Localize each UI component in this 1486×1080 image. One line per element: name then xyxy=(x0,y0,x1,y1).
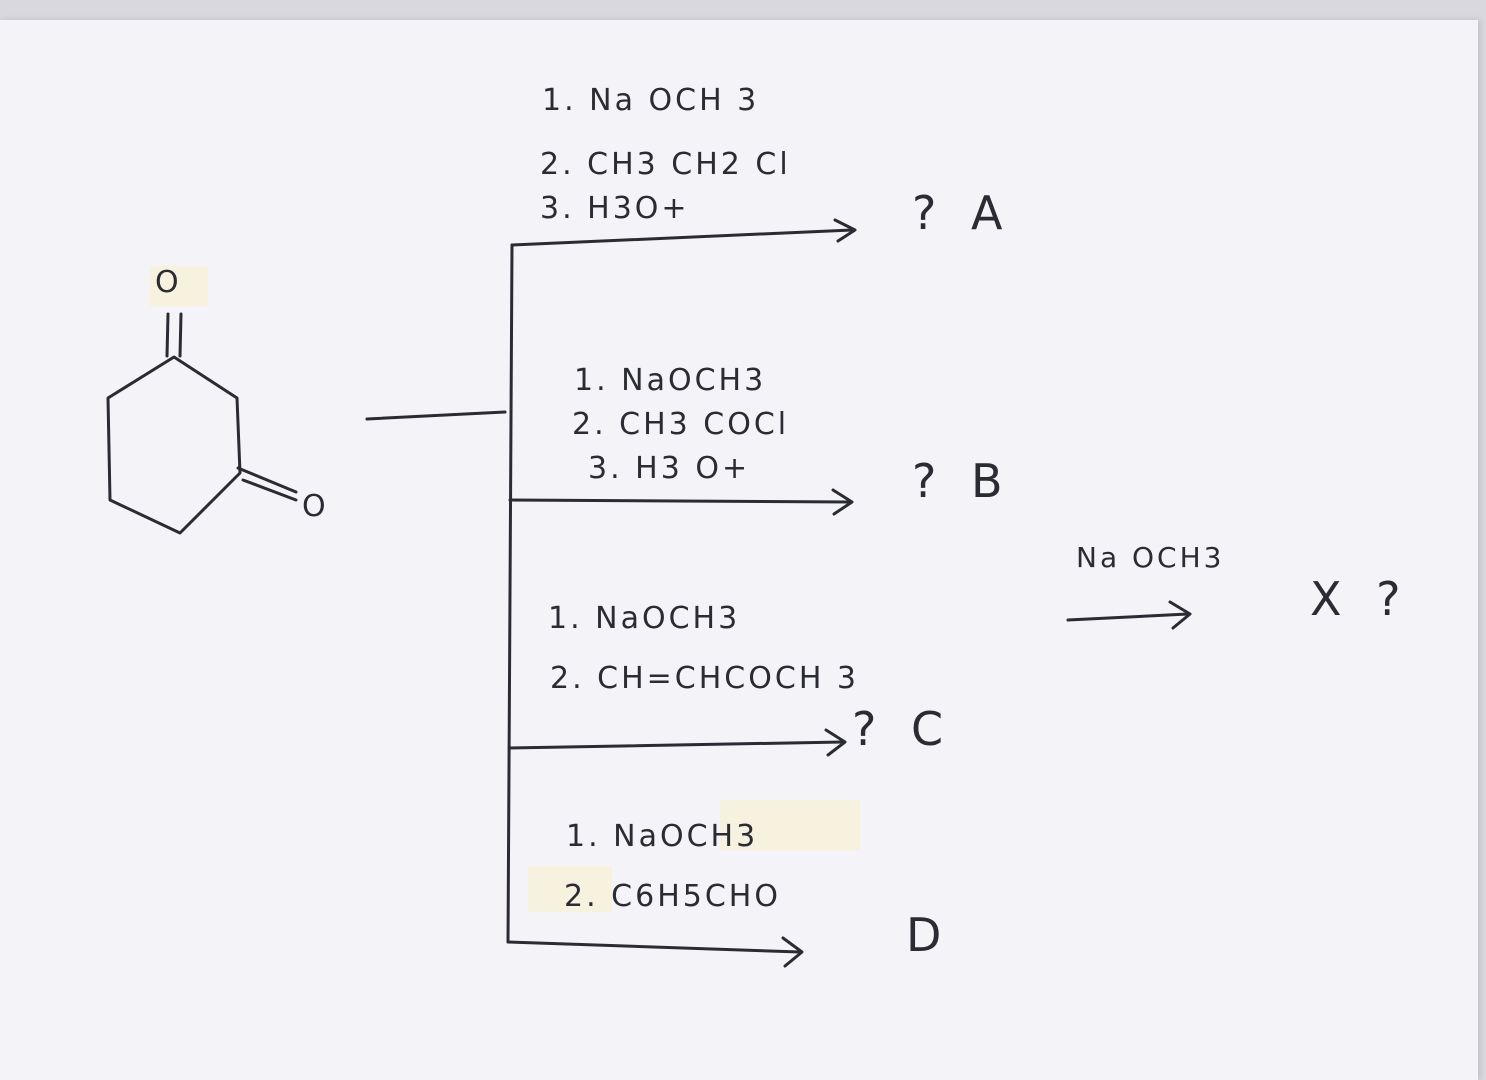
connector-line xyxy=(365,410,507,421)
arrow-a-shaft xyxy=(510,228,854,247)
correction-tape xyxy=(150,266,208,306)
arrow-x-shaft xyxy=(1066,612,1190,622)
arrow-b-head xyxy=(831,488,854,516)
reaction-a-step-3: 3. H3O+ xyxy=(540,191,690,226)
reaction-b-step-2: 2. CH3 COCl xyxy=(572,407,790,442)
reaction-b-step-1: 1. NaOCH3 xyxy=(574,363,767,398)
arrow-c-head xyxy=(824,728,847,757)
correction-tape xyxy=(720,800,860,850)
six-membered-ring xyxy=(106,355,242,535)
carbonyl-bond-right xyxy=(236,466,298,494)
arrow-a-head xyxy=(833,218,857,243)
reaction-c-step-1: 1. NaOCH3 xyxy=(548,601,741,636)
followup-reagent: Na OCH3 xyxy=(1076,541,1225,574)
carbonyl-bond-top xyxy=(165,312,170,358)
reaction-d-step-1: 1. NaOCH3 xyxy=(566,819,759,854)
product-d-label: D xyxy=(906,908,952,962)
reaction-a-step-2: 2. CH3 CH2 Cl xyxy=(540,147,791,182)
arrow-x-head xyxy=(1168,600,1192,630)
reaction-b-step-3: 3. H3 O+ xyxy=(588,451,751,486)
carbonyl-bond-top-second xyxy=(178,312,183,358)
cyclohexanedione-structure xyxy=(106,312,298,535)
product-a-label: ? A xyxy=(912,186,1013,240)
oxygen-atom-top: O xyxy=(155,265,182,300)
reaction-d-step-2: 2. C6H5CHO xyxy=(564,879,781,914)
branch-vertical-line xyxy=(506,243,514,944)
product-b-label: ? B xyxy=(912,454,1013,508)
paper-sheet xyxy=(0,20,1478,1080)
product-x-label: X ? xyxy=(1310,572,1411,626)
correction-tape xyxy=(528,866,612,912)
arrow-b-shaft xyxy=(508,498,852,504)
product-c-label: ? C xyxy=(852,702,954,756)
arrow-d-shaft xyxy=(506,940,802,954)
arrow-d-head xyxy=(781,936,804,968)
carbonyl-bond-right-second xyxy=(241,478,298,502)
reaction-c-step-2: 2. CH=CHCOCH 3 xyxy=(550,661,859,696)
reaction-a-step-1: 1. Na OCH 3 xyxy=(542,83,760,118)
oxygen-atom-right: O xyxy=(302,489,329,524)
arrow-c-shaft xyxy=(507,740,845,750)
